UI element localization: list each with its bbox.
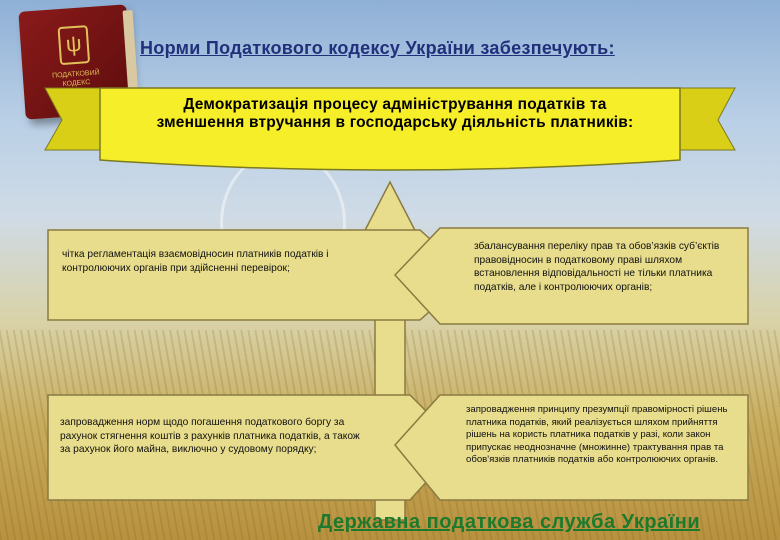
box-top-right: збалансування переліку прав та обов’язкі… (474, 241, 720, 293)
page-title: Норми Податкового кодексу України забезп… (140, 38, 615, 58)
box-bottom-right: запровадження принципу презумпції правом… (466, 404, 728, 465)
footer-title: Державна податкова служба України (318, 511, 701, 533)
box-top-left: чітка регламентація взаємовідносин платн… (62, 249, 329, 274)
banner-ribbon (44, 87, 101, 151)
banner-main (99, 87, 681, 171)
banner-text: Демократизація процесу адміністрування п… (156, 96, 634, 131)
box-bottom-left: запровадження норм щодо погашення податк… (60, 417, 360, 455)
top-right-band (393, 227, 749, 325)
banner-ribbon-right (679, 87, 736, 151)
bottom-right-band (394, 394, 749, 501)
